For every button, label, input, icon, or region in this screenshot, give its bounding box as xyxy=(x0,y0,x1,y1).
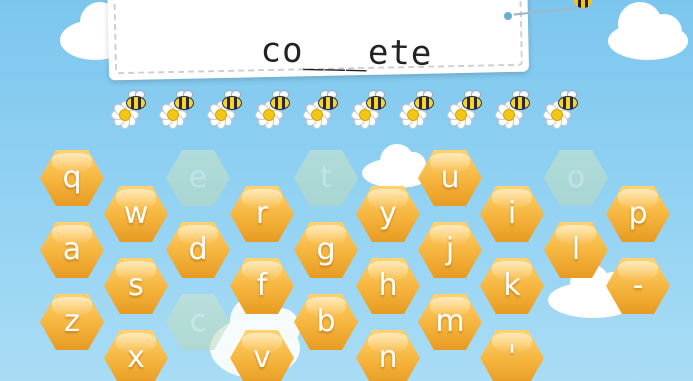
key-label: p xyxy=(628,196,648,231)
letter-key-o: o xyxy=(544,150,608,206)
letter-key-u[interactable]: u xyxy=(418,150,482,206)
life-icon xyxy=(252,90,294,130)
key-label: f xyxy=(256,268,268,303)
key-label: y xyxy=(379,196,397,231)
life-icon xyxy=(108,90,150,130)
letter-key-hyphen[interactable]: - xyxy=(606,258,670,314)
letter-key-r[interactable]: r xyxy=(230,186,294,242)
key-label: n xyxy=(378,340,398,375)
daisy-icon xyxy=(158,100,188,130)
bee-icon xyxy=(268,90,292,110)
key-label: i xyxy=(507,196,517,231)
key-label: j xyxy=(445,232,455,267)
letter-key-q[interactable]: q xyxy=(40,150,104,206)
bee-icon xyxy=(124,90,148,110)
letter-key-m[interactable]: m xyxy=(418,294,482,350)
letter-key-t: t xyxy=(294,150,358,206)
key-label: m xyxy=(435,304,465,339)
key-label: t xyxy=(320,160,332,195)
life-icon xyxy=(492,90,534,130)
key-label: ' xyxy=(507,340,517,375)
key-label: k xyxy=(503,268,521,303)
daisy-icon xyxy=(350,100,380,130)
bee-icon xyxy=(412,90,436,110)
letter-key-i[interactable]: i xyxy=(480,186,544,242)
bee-icon xyxy=(364,90,388,110)
letter-key-z[interactable]: z xyxy=(40,294,104,350)
key-label: x xyxy=(127,340,145,375)
bee-icon xyxy=(172,90,196,110)
key-label: v xyxy=(253,340,271,375)
life-icon xyxy=(444,90,486,130)
key-label: w xyxy=(123,196,149,231)
letter-key-k[interactable]: k xyxy=(480,258,544,314)
cloud xyxy=(362,144,432,188)
key-label: l xyxy=(571,232,581,267)
key-label: a xyxy=(62,232,82,267)
life-icon xyxy=(156,90,198,130)
life-icon xyxy=(300,90,342,130)
life-icon xyxy=(396,90,438,130)
bee-icon xyxy=(556,90,580,110)
key-label: c xyxy=(189,304,207,339)
letter-key-n[interactable]: n xyxy=(356,330,420,381)
key-label: r xyxy=(255,196,269,231)
letter-key-h[interactable]: h xyxy=(356,258,420,314)
letter-key-p[interactable]: p xyxy=(606,186,670,242)
bee-icon xyxy=(508,90,532,110)
key-label: g xyxy=(316,232,336,267)
key-label: o xyxy=(566,160,586,195)
letter-key-s[interactable]: s xyxy=(104,258,168,314)
letter-key-l[interactable]: l xyxy=(544,222,608,278)
letter-key-c: c xyxy=(166,294,230,350)
bee-icon xyxy=(316,90,340,110)
lives-row xyxy=(108,90,582,130)
letter-key-b[interactable]: b xyxy=(294,294,358,350)
letter-key-a[interactable]: a xyxy=(40,222,104,278)
letter-key-g[interactable]: g xyxy=(294,222,358,278)
daisy-icon xyxy=(398,100,428,130)
bee-icon xyxy=(574,0,592,8)
bee-icon xyxy=(220,90,244,110)
key-label: d xyxy=(188,232,208,267)
key-label: e xyxy=(188,160,208,195)
key-label: s xyxy=(128,268,144,303)
life-icon xyxy=(348,90,390,130)
daisy-icon xyxy=(446,100,476,130)
key-label: u xyxy=(440,160,460,195)
letter-key-e: e xyxy=(166,150,230,206)
key-label: q xyxy=(62,160,82,195)
puzzle-word: co___ete xyxy=(260,30,433,74)
daisy-icon xyxy=(110,100,140,130)
key-label: b xyxy=(316,304,336,339)
letter-key-apostrophe[interactable]: ' xyxy=(480,330,544,381)
key-label: h xyxy=(378,268,398,303)
life-icon xyxy=(204,90,246,130)
key-label: z xyxy=(64,304,80,339)
letter-key-w[interactable]: w xyxy=(104,186,168,242)
letter-key-j[interactable]: j xyxy=(418,222,482,278)
letter-key-y[interactable]: y xyxy=(356,186,420,242)
life-icon xyxy=(540,90,582,130)
letter-key-d[interactable]: d xyxy=(166,222,230,278)
letter-key-x[interactable]: x xyxy=(104,330,168,381)
tag-pin xyxy=(502,10,514,22)
key-label: - xyxy=(632,268,644,303)
bee-icon xyxy=(460,90,484,110)
cloud xyxy=(608,2,688,60)
